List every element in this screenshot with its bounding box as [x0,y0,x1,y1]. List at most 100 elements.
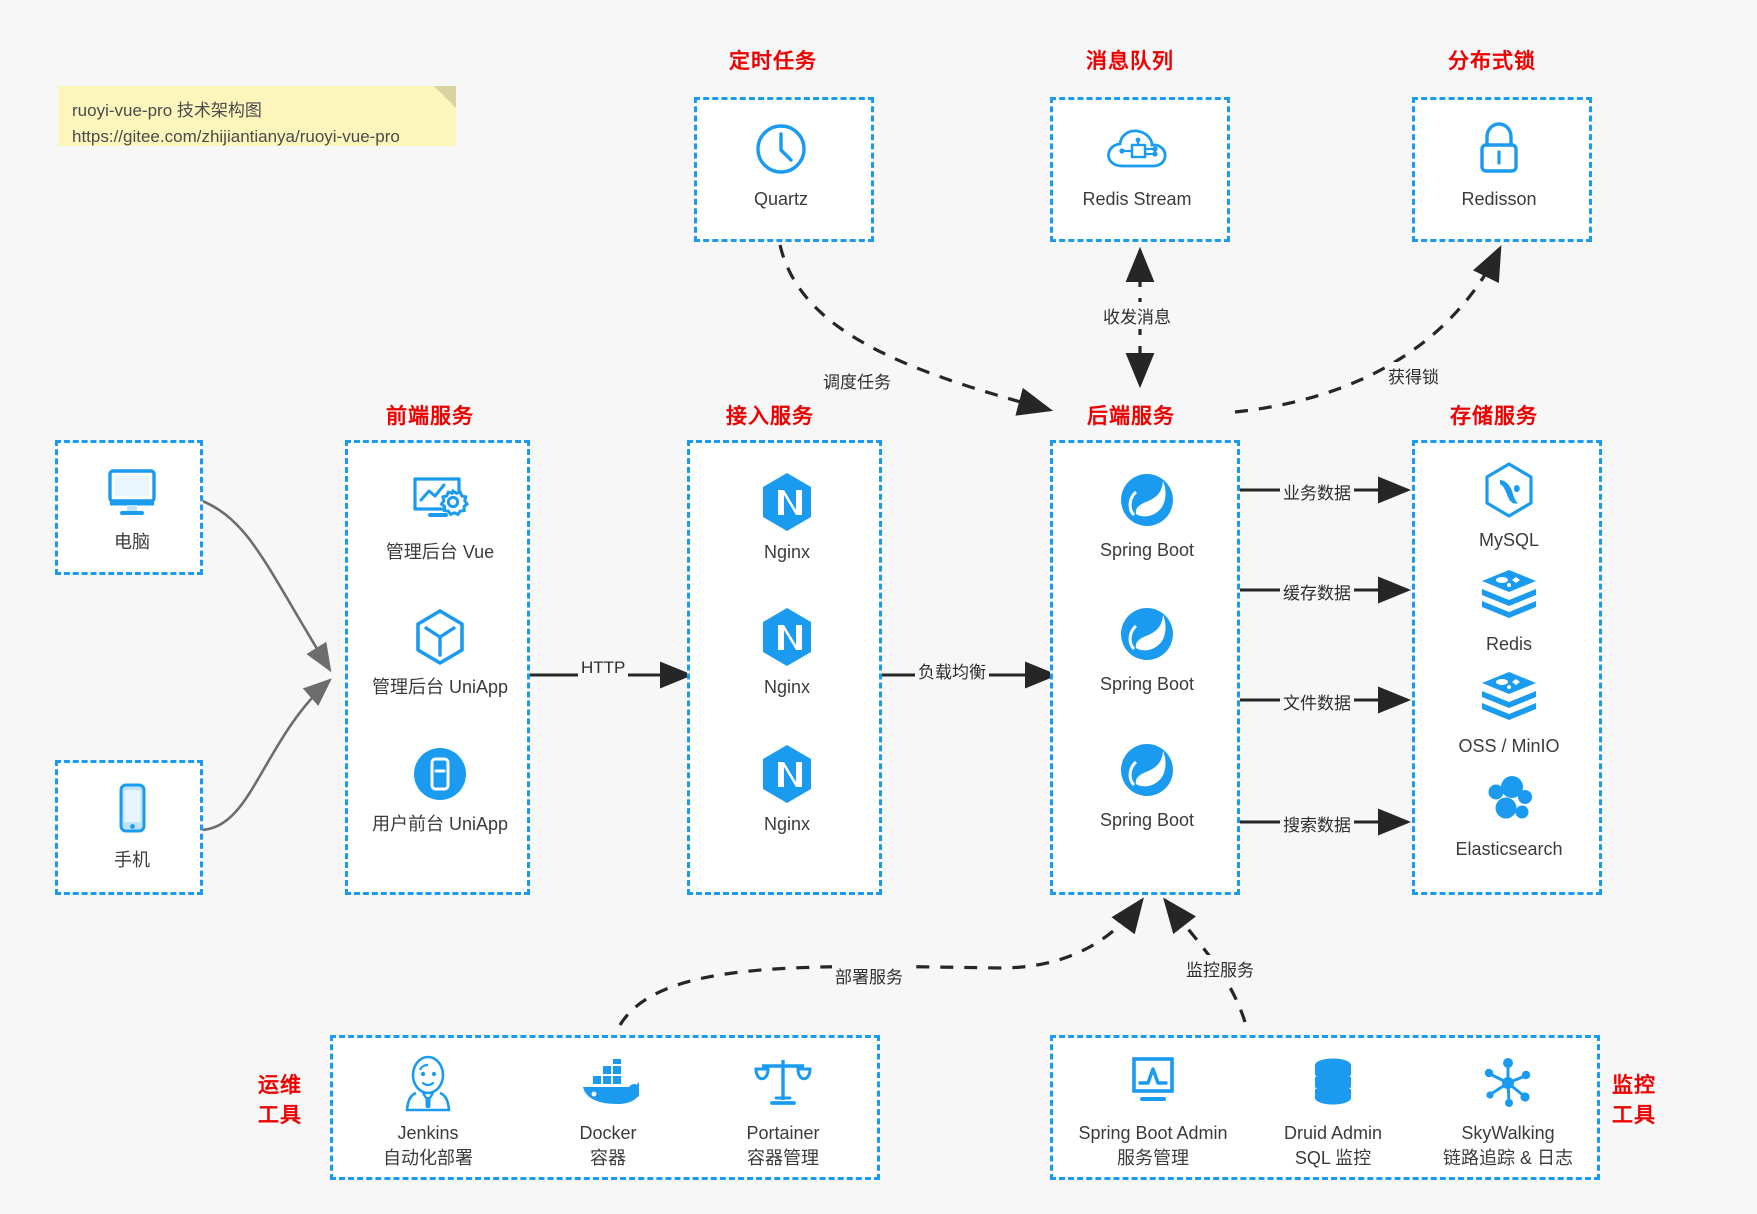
node-label-jenkins-desc: 自动化部署 [383,1148,473,1169]
node-label-druid-desc: SQL 监控 [1294,1148,1372,1169]
node-jenkins[interactable]: Jenkins 自动化部署 [348,1052,508,1171]
node-redis[interactable]: Redis [1429,563,1589,656]
node-skywalking[interactable]: SkyWalking 链路追踪 & 日志 [1423,1052,1593,1171]
node-label-druid-name: Druid Admin [1283,1123,1383,1143]
redis-stack-icon [1429,563,1589,625]
node-quartz[interactable]: Quartz [701,118,861,211]
node-user-uniapp[interactable]: 用户前台 UniApp [360,743,520,836]
edge-label-monitor-service: 监控服务 [1183,955,1257,982]
node-portainer[interactable]: Portainer 容器管理 [703,1052,863,1171]
edge-label-send-receive: 收发消息 [1100,302,1174,329]
diagram-note: ruoyi-vue-pro 技术架构图 https://gitee.com/zh… [58,86,456,146]
message-queue-box[interactable]: Redis Stream [1050,97,1230,242]
mobile-app-icon [360,743,520,805]
node-spring-boot-3[interactable]: Spring Boot [1067,739,1227,832]
node-label-skywalking-desc: 链路追踪 & 日志 [1442,1148,1573,1169]
edge-backend-to-redisson [1234,245,1502,414]
node-label-user-uniapp: 用户前台 UniApp [371,814,509,834]
node-label-phone: 手机 [114,850,150,870]
node-spring-boot-1[interactable]: Spring Boot [1067,469,1227,562]
backend-service-box[interactable]: Spring Boot Spring Boot Spring Boot [1050,440,1240,895]
node-elasticsearch[interactable]: Elasticsearch [1429,768,1589,861]
node-pc[interactable]: 电脑 [52,461,212,554]
lock-icon [1419,118,1579,180]
database-icon [1253,1052,1413,1114]
monitor-tools-box[interactable]: Spring Boot Admin 服务管理 Druid Admin SQL 监… [1050,1035,1600,1180]
node-spring-boot-2[interactable]: Spring Boot [1067,603,1227,696]
cloud-network-icon [1057,118,1217,180]
edge-label-acquire-lock: 获得锁 [1385,362,1442,389]
group-title-frontend-service: 前端服务 [386,405,474,428]
edge-label-deploy-service: 部署服务 [832,962,906,989]
node-label-spring-boot-3: Spring Boot [1099,810,1195,830]
node-label-nginx-3: Nginx [763,814,811,834]
object-storage-icon [1429,665,1589,727]
node-nginx-1[interactable]: Nginx [707,471,867,564]
spring-leaf-icon [1067,739,1227,801]
spring-leaf-icon [1067,603,1227,665]
edge-pc-to-frontend [199,498,332,673]
group-title-gateway-service: 接入服务 [726,405,814,428]
elasticsearch-icon [1429,768,1589,830]
node-spring-boot-admin[interactable]: Spring Boot Admin 服务管理 [1063,1052,1243,1171]
group-title-scheduled-task: 定时任务 [729,50,817,73]
spring-leaf-icon [1067,469,1227,531]
scales-icon [703,1052,863,1114]
storage-service-box[interactable]: MySQL Redis OSS / MinI [1412,440,1602,895]
node-label-jenkins-name: Jenkins [397,1123,459,1143]
frontend-service-box[interactable]: 管理后台 Vue 管理后台 UniApp 用户前台 UniApp [345,440,530,895]
node-label-skywalking-name: SkyWalking [1461,1123,1555,1143]
node-redisson[interactable]: Redisson [1419,118,1579,211]
node-admin-vue[interactable]: 管理后台 Vue [360,471,520,564]
devops-tools-box[interactable]: Jenkins 自动化部署 Docker 容器 [330,1035,880,1180]
dashboard-gear-icon [360,471,520,533]
node-label-admin-vue: 管理后台 Vue [385,542,495,562]
node-label-nginx-2: Nginx [763,677,811,697]
node-label-sba-desc: 服务管理 [1117,1148,1189,1169]
node-label-mysql: MySQL [1478,530,1539,550]
node-label-spring-boot-1: Spring Boot [1099,540,1195,560]
distributed-lock-box[interactable]: Redisson [1412,97,1592,242]
node-label-redis: Redis [1485,634,1533,654]
node-admin-uniapp[interactable]: 管理后台 UniApp [360,606,520,699]
node-mysql[interactable]: MySQL [1429,459,1589,552]
group-title-monitor-line2: 工具 [1612,1104,1656,1127]
node-nginx-3[interactable]: Nginx [707,743,867,836]
edge-label-schedule-task: 调度任务 [820,367,894,394]
node-phone[interactable]: 手机 [52,779,212,872]
node-nginx-2[interactable]: Nginx [707,606,867,699]
node-label-admin-uniapp: 管理后台 UniApp [371,677,509,697]
node-label-quartz: Quartz [753,189,809,209]
monitor-chart-icon [1063,1052,1243,1114]
group-title-distributed-lock: 分布式锁 [1448,50,1536,73]
node-redis-stream[interactable]: Redis Stream [1057,118,1217,211]
node-label-portainer-name: Portainer [746,1123,820,1143]
group-title-devops-line1: 运维 [258,1074,302,1097]
skywalking-node-icon [1423,1052,1593,1114]
edge-label-cache-data: 缓存数据 [1280,578,1354,605]
node-docker[interactable]: Docker 容器 [528,1052,688,1171]
edge-label-business-data: 业务数据 [1280,478,1354,505]
node-druid-admin[interactable]: Druid Admin SQL 监控 [1253,1052,1413,1171]
note-fold-icon [434,86,456,108]
node-oss-minio[interactable]: OSS / MinIO [1429,665,1589,758]
nginx-icon [707,743,867,805]
edge-label-file-data: 文件数据 [1280,688,1354,715]
node-label-docker-desc: 容器 [590,1148,626,1169]
node-label-redis-stream: Redis Stream [1082,189,1192,209]
nginx-icon [707,471,867,533]
node-label-portainer-desc: 容器管理 [747,1148,819,1169]
client-box-pc[interactable]: 电脑 [55,440,203,575]
cube-icon [360,606,520,668]
monitor-icon [52,461,212,523]
group-title-message-queue: 消息队列 [1086,50,1174,73]
node-label-elasticsearch: Elasticsearch [1455,839,1563,859]
scheduled-task-box[interactable]: Quartz [694,97,874,242]
client-box-phone[interactable]: 手机 [55,760,203,895]
edge-label-http: HTTP [578,657,629,679]
node-label-nginx-1: Nginx [763,542,811,562]
node-label-spring-boot-2: Spring Boot [1099,674,1195,694]
node-label-pc: 电脑 [114,532,150,552]
gateway-service-box[interactable]: Nginx Nginx Nginx [687,440,882,895]
group-title-storage-service: 存储服务 [1450,405,1538,428]
